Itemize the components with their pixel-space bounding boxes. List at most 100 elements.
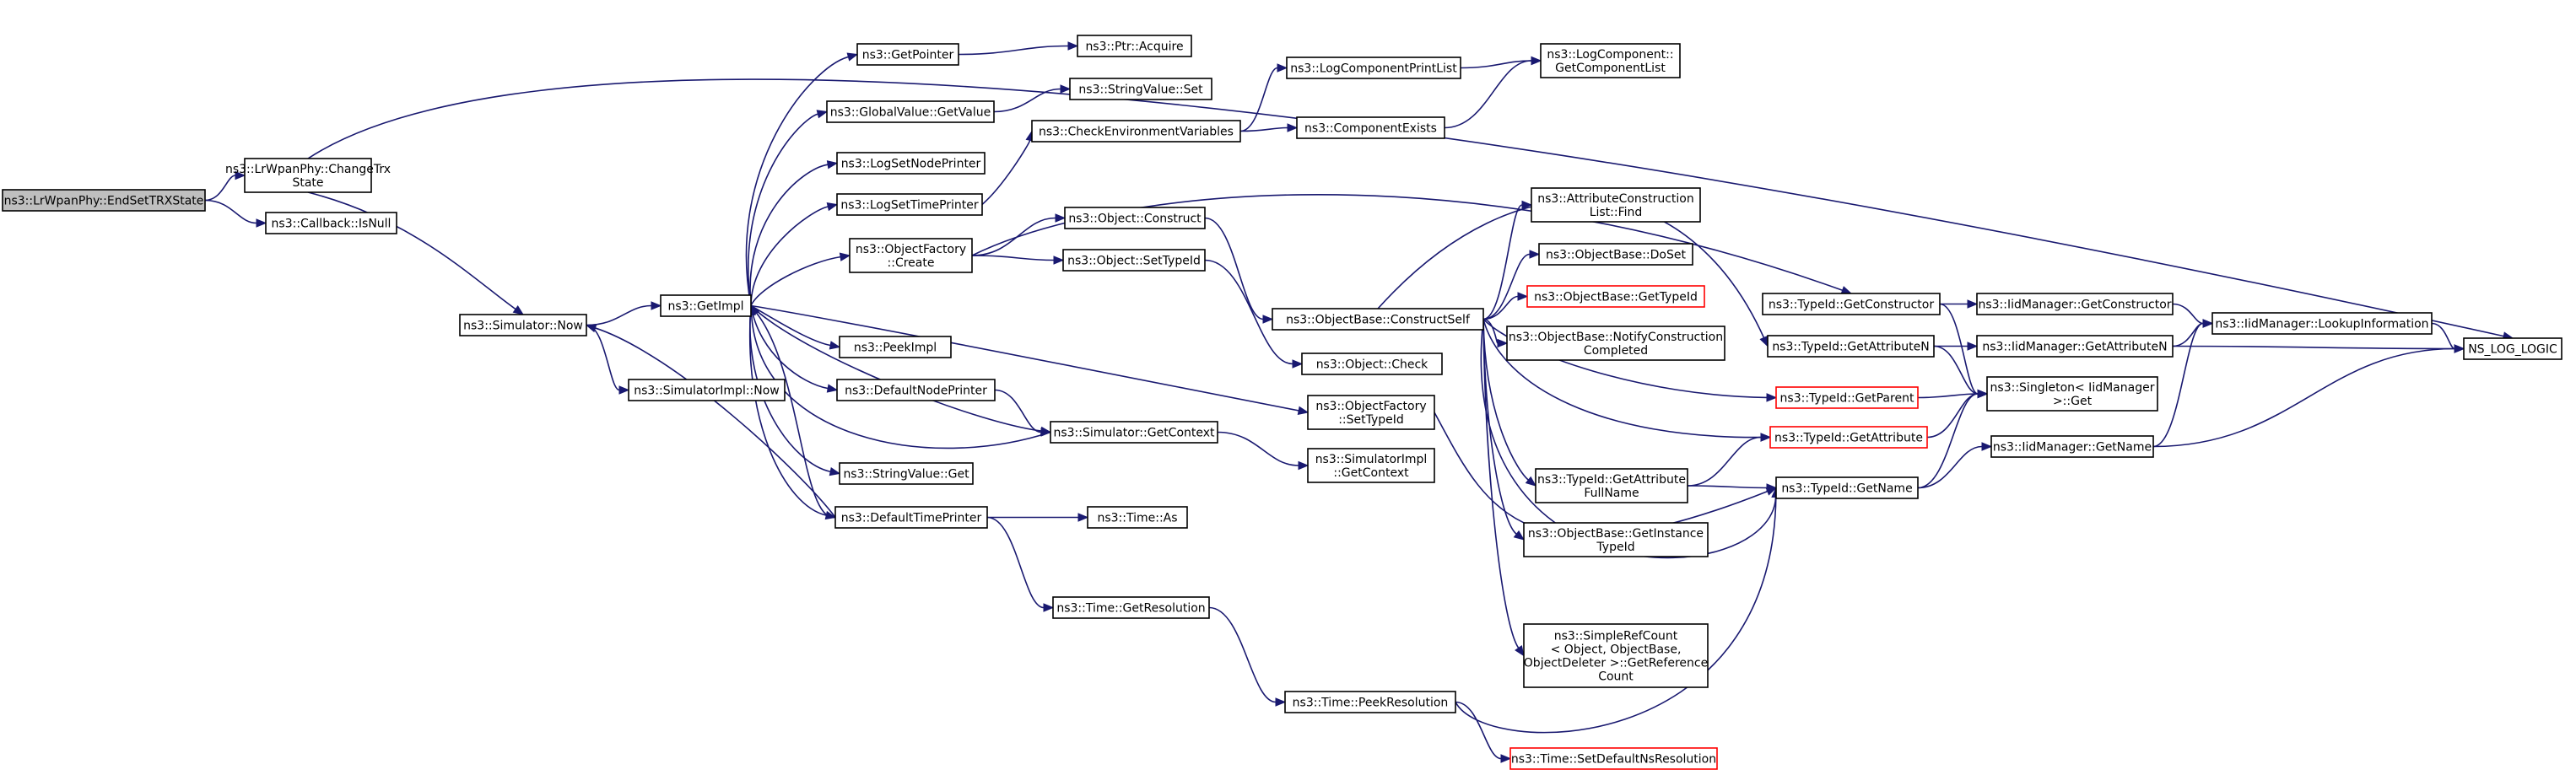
edge-deftime-to-simnow bbox=[595, 327, 836, 518]
node-notifycc[interactable]: ns3::ObjectBase::NotifyConstructionCompl… bbox=[1506, 326, 1725, 361]
node-attrfind-label: ns3::AttributeConstruction bbox=[1537, 192, 1693, 206]
node-iidgetattrn[interactable]: ns3::IidManager::GetAttributeN bbox=[1976, 335, 2174, 358]
node-getpointer-label: ns3::GetPointer bbox=[862, 49, 954, 62]
node-logtime[interactable]: ns3::LogSetTimePrinter bbox=[836, 193, 983, 216]
edge-getimpl-to-logtime bbox=[750, 206, 829, 306]
arrowhead-simgetctx-to-simimplctx bbox=[1298, 460, 1310, 471]
arrowhead-changetrx-to-simnow bbox=[512, 305, 525, 315]
node-ptracquire[interactable]: ns3::Ptr::Acquire bbox=[1077, 35, 1192, 57]
node-tidgetattr[interactable]: ns3::TypeId::GetAttribute bbox=[1769, 426, 1928, 449]
node-lognode[interactable]: ns3::LogSetNodePrinter bbox=[836, 152, 986, 175]
node-strset[interactable]: ns3::StringValue::Set bbox=[1069, 78, 1212, 100]
arrowhead-constructself-to-tidattrfull bbox=[1525, 476, 1537, 487]
call-graph-nodes: ns3::LrWpanPhy::EndSetTRXState ns3::LrWpa… bbox=[2, 35, 2562, 770]
edge-deftime-to-timegetres bbox=[986, 516, 1045, 609]
node-logcompget-box bbox=[1540, 43, 1681, 78]
edge-tidattrfull-to-tidgetattr bbox=[1687, 436, 1762, 487]
edge-simgetctx-to-getimpl bbox=[750, 315, 1051, 449]
arrowhead-getimpl-to-lognode bbox=[826, 160, 839, 170]
node-ofcreate[interactable]: ns3::ObjectFactory::Create bbox=[849, 238, 973, 273]
node-ofsettid[interactable]: ns3::ObjectFactory::SetTypeId bbox=[1307, 395, 1435, 430]
node-obgettid[interactable]: ns3::ObjectBase::GetTypeId bbox=[1526, 285, 1705, 308]
node-simplerefcount[interactable]: ns3::SimpleRefCount< Object, ObjectBase,… bbox=[1523, 623, 1709, 688]
node-simplerefcount-box bbox=[1523, 623, 1709, 688]
node-tidgetname[interactable]: ns3::TypeId::GetName bbox=[1775, 476, 1919, 499]
node-simnow[interactable]: ns3::Simulator::Now bbox=[459, 314, 587, 336]
node-defnode-box bbox=[836, 379, 996, 401]
arrowhead-globalget-to-strset bbox=[1060, 84, 1072, 94]
node-singletonget[interactable]: ns3::Singleton< IidManager>::Get bbox=[1986, 376, 2158, 412]
node-checkenv[interactable]: ns3::CheckEnvironmentVariables bbox=[1031, 120, 1241, 143]
node-iidlookup-box bbox=[2211, 312, 2433, 335]
edge-compexists-to-logcompget bbox=[1444, 60, 1532, 129]
node-objsettid-label: ns3::Object::SetTypeId bbox=[1067, 255, 1201, 268]
node-peekimpl-box bbox=[839, 336, 952, 358]
node-defnode[interactable]: ns3::DefaultNodePrinter bbox=[836, 379, 996, 401]
edge-iidlookup-to-nslog bbox=[2431, 322, 2455, 350]
node-objcheck-label: ns3::Object::Check bbox=[1316, 358, 1428, 372]
node-peekimpl[interactable]: ns3::PeekImpl bbox=[839, 336, 952, 358]
arrowhead-deftime-to-timegetres bbox=[1043, 603, 1055, 612]
arrowhead-objconstruct-to-constructself bbox=[1262, 315, 1274, 324]
node-simgetctx[interactable]: ns3::Simulator::GetContext bbox=[1050, 421, 1218, 444]
edge-simgetctx-to-simimplctx bbox=[1217, 431, 1299, 466]
node-objsettid[interactable]: ns3::Object::SetTypeId bbox=[1062, 249, 1206, 272]
arrowhead-deftime-to-timeas bbox=[1077, 513, 1089, 522]
node-tidgetattrn[interactable]: ns3::TypeId::GetAttributeN bbox=[1767, 335, 1935, 358]
node-timegetres-label: ns3::Time::GetResolution bbox=[1056, 602, 1205, 616]
node-getpointer[interactable]: ns3::GetPointer bbox=[856, 43, 959, 66]
node-timesetdef[interactable]: ns3::Time::SetDefaultNsResolution bbox=[1509, 747, 1718, 770]
node-timeas[interactable]: ns3::Time::As bbox=[1087, 506, 1188, 529]
node-iidlookup-label: ns3::IidManager::LookupInformation bbox=[2215, 318, 2428, 331]
node-strget-box bbox=[839, 462, 974, 485]
node-doset[interactable]: ns3::ObjectBase::DoSet bbox=[1538, 243, 1693, 266]
node-simimplnow[interactable]: ns3::SimulatorImpl::Now bbox=[628, 379, 786, 401]
node-tidgetctor[interactable]: ns3::TypeId::GetConstructor bbox=[1762, 293, 1941, 315]
node-deftime[interactable]: ns3::DefaultTimePrinter bbox=[834, 506, 988, 529]
node-iidgetname[interactable]: ns3::IidManager::GetName bbox=[1990, 435, 2154, 458]
node-notifycc-label: ns3::ObjectBase::NotifyConstruction bbox=[1509, 331, 1723, 344]
node-isnull[interactable]: ns3::Callback::IsNull bbox=[265, 212, 397, 234]
node-iidlookup[interactable]: ns3::IidManager::LookupInformation bbox=[2211, 312, 2433, 335]
node-compexists-box bbox=[1296, 116, 1445, 139]
node-tidgetctor-label: ns3::TypeId::GetConstructor bbox=[1769, 299, 1934, 312]
node-compexists[interactable]: ns3::ComponentExists bbox=[1296, 116, 1445, 139]
node-objconstruct[interactable]: ns3::Object::Construct bbox=[1064, 207, 1206, 229]
node-tidgetattrn-label: ns3::TypeId::GetAttributeN bbox=[1772, 341, 1929, 354]
node-globalget-box bbox=[826, 100, 995, 123]
node-strget[interactable]: ns3::StringValue::Get bbox=[839, 462, 974, 485]
node-iidgetctor-box bbox=[1976, 293, 2174, 315]
node-singletonget-label: >::Get bbox=[2053, 395, 2093, 408]
node-tidparent[interactable]: ns3::TypeId::GetParent bbox=[1775, 386, 1919, 409]
node-simplerefcount-label: ObjectDeleter >::GetReference bbox=[1524, 657, 1708, 670]
node-nslog[interactable]: NS_LOG_LOGIC bbox=[2463, 337, 2562, 360]
node-timegetres[interactable]: ns3::Time::GetResolution bbox=[1052, 596, 1210, 619]
node-timepeekres-label: ns3::Time::PeekResolution bbox=[1293, 697, 1449, 710]
node-iidgetctor[interactable]: ns3::IidManager::GetConstructor bbox=[1976, 293, 2174, 315]
node-strset-box bbox=[1069, 78, 1212, 100]
edge-timegetres-to-timepeekres bbox=[1208, 606, 1277, 703]
node-attrfind-box bbox=[1531, 187, 1701, 223]
node-timepeekres[interactable]: ns3::Time::PeekResolution bbox=[1284, 691, 1456, 713]
node-logtime-box bbox=[836, 193, 983, 216]
edge-ofcreate-to-tidgetctor bbox=[971, 193, 1843, 292]
edge-tidparent-to-singletonget bbox=[1917, 393, 1979, 399]
node-doset-box bbox=[1538, 243, 1693, 266]
node-ptracquire-label: ns3::Ptr::Acquire bbox=[1085, 40, 1183, 54]
node-getimpl[interactable]: ns3::GetImpl bbox=[660, 294, 752, 317]
node-globalget[interactable]: ns3::GlobalValue::GetValue bbox=[826, 100, 995, 123]
edge-changetrx-to-simnow bbox=[307, 191, 516, 310]
node-simimplctx[interactable]: ns3::SimulatorImpl::GetContext bbox=[1307, 448, 1435, 483]
node-root-label: ns3::LrWpanPhy::EndSetTRXState bbox=[4, 195, 204, 208]
node-root[interactable]: ns3::LrWpanPhy::EndSetTRXState bbox=[2, 189, 206, 212]
node-objcheck[interactable]: ns3::Object::Check bbox=[1301, 353, 1443, 375]
node-logcomplist[interactable]: ns3::LogComponentPrintList bbox=[1286, 57, 1461, 79]
node-peekimpl-label: ns3::PeekImpl bbox=[854, 342, 937, 355]
node-constructself[interactable]: ns3::ObjectBase::ConstructSelf bbox=[1272, 308, 1484, 331]
node-logcompget[interactable]: ns3::LogComponent::GetComponentList bbox=[1540, 43, 1681, 78]
